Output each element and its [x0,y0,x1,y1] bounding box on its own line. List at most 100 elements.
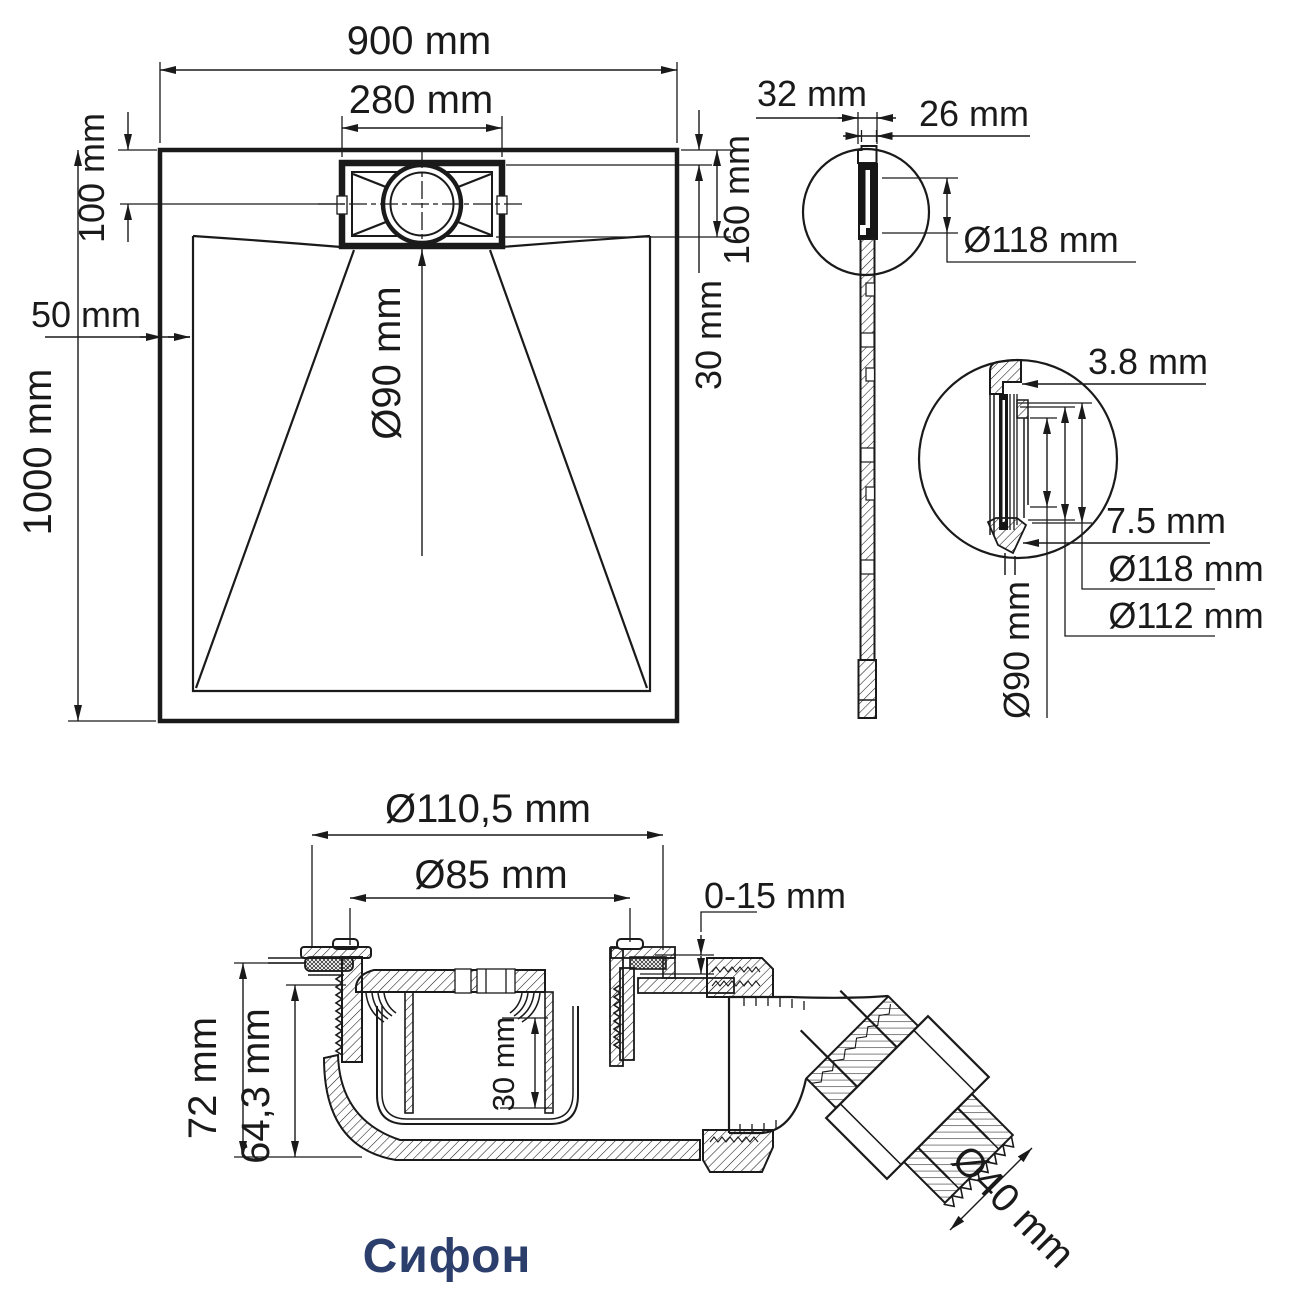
dim-drain-diameter: Ø90 mm [365,250,426,556]
left-threaded-column [341,956,363,1063]
strainer-hole-1 [454,968,472,994]
strainer-hole-2 [476,968,516,994]
dim-siphon-grate: Ø85 mm [349,853,631,945]
detail-foot-tail [1004,553,1016,575]
flange-detail: 3.8 mm 7.5 mm Ø90 mm Ø112 mm Ø118 mm [917,341,1264,719]
drain-notch-left [336,195,348,215]
profile-flange-notch [860,225,866,235]
drain-centerlines [318,150,526,258]
floor-slope-lines [194,249,649,689]
detail-lip-hook [989,359,1022,395]
dim-label-lip: 3.8 mm [1088,341,1208,382]
detail-right-wall-lines [1023,418,1029,518]
funnel-ribs-right [509,992,541,1023]
drain-notch-right [496,195,508,215]
right-thread-teeth [612,984,622,1050]
detail-callout-circle-top [801,147,931,277]
dim-label-edge: 7.5 mm [1106,500,1226,541]
strainer-hole-lines [485,969,507,993]
right-step-lip [662,957,676,979]
right-knurled-gasket [629,956,667,970]
dim-label-edge-drain-bottom: 160 mm [716,135,757,265]
dim-outlet-diameter: Ø40 mm [943,1137,1083,1277]
outlet-nut-bevels [839,1029,976,1166]
down-tube-right-wall [544,991,554,1114]
outlet-45-assembly [799,989,1015,1208]
dim-label-edge-drain-top: 30 mm [688,280,729,390]
dim-label-outlet-diameter: Ø40 mm [943,1137,1083,1277]
drain-assembly-plan [318,150,526,258]
left-gasket-underlines [308,970,344,976]
dim-siphon-flange: Ø110,5 mm [311,787,664,950]
dim-label-d90: Ø90 mm [996,581,1037,719]
profile-foot [857,659,877,719]
detail-foot [986,517,1028,555]
thread-band-near-texture [811,1004,892,1084]
pipe-ticks [739,997,805,1133]
dim-water-seal: 30 mm [486,1017,552,1112]
siphon-dimensions: Ø110,5 mm Ø85 mm 0-15 mm 72 mm 64,3 mm [181,787,1083,1277]
elbow-bottom-edge [729,1078,808,1135]
left-thread-teeth [334,974,344,1056]
elbow-body [729,996,888,1133]
strainer-plate [355,969,546,993]
dim-drain-width: 280 mm [341,78,503,157]
union-top-thread-texture [711,966,761,973]
dim-label-adjust-range: 0-15 mm [704,875,846,916]
dim-label-border: 50 mm [31,294,141,335]
dim-label-height-body: 64,3 mm [234,1008,278,1164]
dim-label-tray-length: 1000 mm [16,369,60,536]
plan-view [157,147,680,724]
dim-detail-edge: 7.5 mm [1023,500,1226,547]
inner-cup-outer [376,1006,579,1125]
dim-label-siphon-grate: Ø85 mm [414,853,567,897]
dim-label-siphon-flange: Ø110,5 mm [385,787,591,831]
dim-profile-total: 32 mm [756,73,896,144]
dim-tray-length: 1000 mm [16,150,156,722]
elbow-top-edge [729,994,889,999]
siphon-section [268,938,1015,1208]
dim-label-d112: Ø112 mm [1108,595,1263,636]
dim-label-drain-diameter: Ø90 mm [365,286,409,439]
union-top-thread-texture-2 [711,980,761,987]
dim-edge-to-drain-top: 30 mm [506,110,731,390]
dim-label-profile-body: 26 mm [919,93,1029,134]
dim-detail-d90: Ø90 mm [996,417,1057,719]
dim-detail-d118: Ø118 mm [1018,402,1264,590]
dim-profile-body: 26 mm [843,93,1030,142]
funnel-ribs-left [365,992,397,1023]
dim-label-water-seal: 30 mm [486,1017,521,1112]
dim-detail-lip: 3.8 mm [1022,341,1208,388]
dim-label-profile-total: 32 mm [757,73,867,114]
dim-siphon-height-total: 72 mm [181,962,362,1158]
dim-siphon-height-body: 64,3 mm [234,984,346,1164]
right-threaded-column [619,967,635,1061]
dim-label-d118: Ø118 mm [1108,548,1263,589]
shell-bottom-band [322,1053,701,1161]
dim-label-tray-width: 900 mm [347,19,492,63]
drain-corner-braces [352,172,492,237]
dim-adjust-range: 0-15 mm [640,875,846,975]
detail-left-wall-lines [989,394,995,535]
down-tube-left-wall [404,991,414,1114]
dim-label-drain-width: 280 mm [349,78,494,122]
union-bottom-thread-texture [709,1136,759,1143]
dim-border: 50 mm [31,294,190,341]
dim-edge-to-drain-bottom: 160 mm [496,135,757,265]
side-view: 32 mm 26 mm Ø118 mm [756,73,1136,719]
dim-detail-d112: Ø112 mm [1020,406,1264,637]
siphon-caption: Сифон [363,1230,532,1283]
detail-channel-lines [1009,394,1018,530]
union-nut-top [706,957,774,998]
detail-wall-sliver [1002,400,1005,522]
dim-label-drain-offset: 100 mm [71,113,112,243]
detail-step [1016,399,1029,419]
profile-strip-notches [860,282,876,575]
plan-dimensions: 900 mm 280 mm 100 mm 50 mm 1000 mm [16,19,757,722]
dim-label-height-total: 72 mm [181,1017,225,1139]
dim-tray-width: 900 mm [159,19,678,143]
inner-cup-inner [381,1006,574,1120]
tray-inner-floor [191,236,652,693]
